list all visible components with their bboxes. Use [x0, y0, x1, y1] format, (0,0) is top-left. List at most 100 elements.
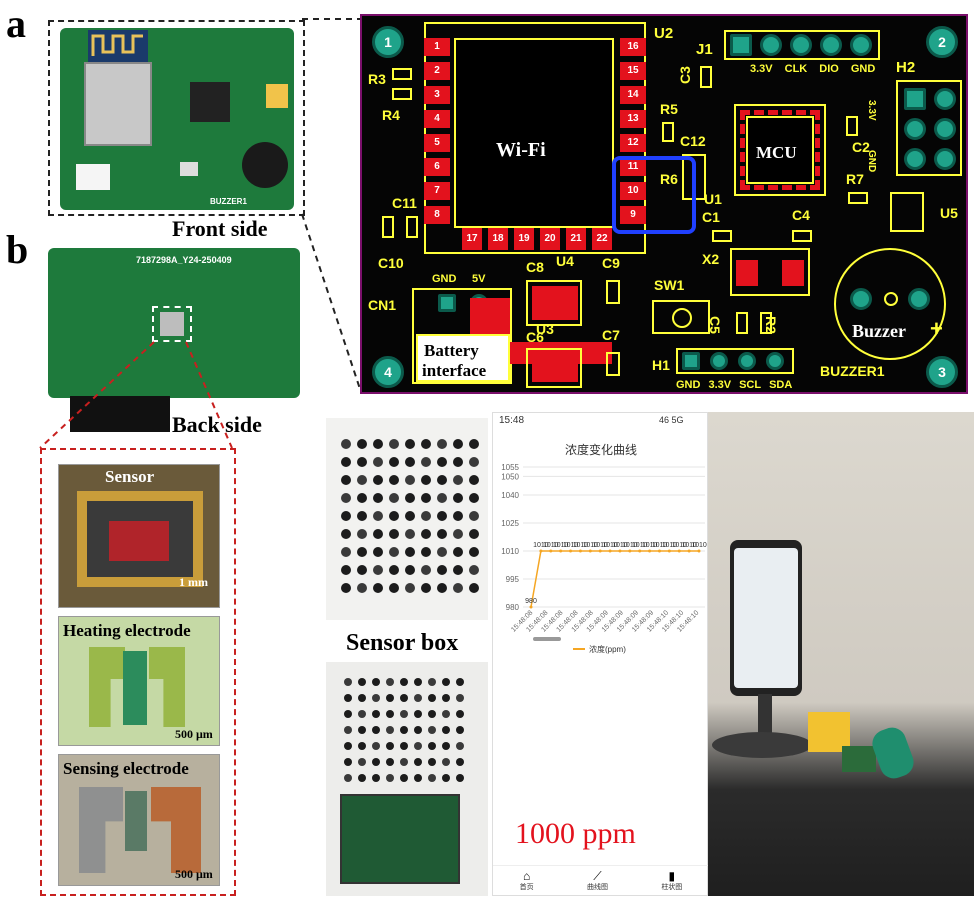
- mcu-outline: [734, 104, 826, 196]
- sensing-scale: 500 μm: [175, 867, 213, 881]
- sensor-box-holes: [341, 439, 479, 593]
- h1-pin: [710, 352, 728, 370]
- ref-U3: U3: [536, 321, 554, 337]
- c10-footprint: [406, 216, 418, 238]
- h2-pin: [904, 88, 926, 110]
- chart-title: 浓度变化曲线: [564, 443, 637, 457]
- x2-pad: [736, 260, 758, 286]
- ref-C6: C6: [526, 329, 544, 345]
- mount-hole-2: 2: [926, 26, 958, 58]
- ref-U1: U1: [704, 191, 722, 207]
- vent-hole: [357, 511, 367, 521]
- vent-hole: [344, 710, 352, 718]
- vent-hole: [386, 758, 394, 766]
- wifi-pin: 4: [424, 110, 450, 128]
- vent-hole: [372, 710, 380, 718]
- ref-C2: C2: [852, 139, 870, 155]
- wifi-pin: 8: [424, 206, 450, 224]
- buzzer-center: [884, 292, 898, 306]
- vent-hole: [341, 493, 351, 503]
- data-point: [638, 549, 642, 553]
- data-point: [588, 549, 592, 553]
- data-point: [657, 549, 661, 553]
- line-chart-icon: ⟋: [593, 868, 602, 883]
- vent-hole: [405, 529, 415, 539]
- wifi-pin: 6: [424, 158, 450, 176]
- battery-label-line1: Battery: [424, 341, 479, 360]
- vent-hole: [469, 475, 479, 485]
- vent-hole: [344, 694, 352, 702]
- buzzer-plus: +: [930, 316, 943, 341]
- h1-label-gnd: GND: [676, 379, 701, 391]
- h1-pin: [682, 352, 700, 370]
- sensing-electrode-center: [125, 791, 147, 851]
- nav-line-chart[interactable]: ⟋ 曲线图: [587, 870, 608, 892]
- h2-label-3v3: 3.3V: [866, 100, 877, 121]
- j1-pin-5: [850, 34, 872, 56]
- sw1-footprint: [652, 300, 710, 334]
- data-label: 1010: [691, 542, 707, 549]
- vent-hole: [453, 529, 463, 539]
- vent-hole: [453, 583, 463, 593]
- board-in-photo: [842, 746, 876, 772]
- r5-footprint: [662, 122, 674, 142]
- vent-hole: [372, 678, 380, 686]
- concentration-chart: 1055105010401025101099598098010101010101…: [501, 463, 707, 654]
- vent-hole: [400, 774, 408, 782]
- h1-pin-labels: GND 3.3V SCL SDA: [676, 380, 792, 391]
- data-label: 1010: [583, 542, 599, 549]
- vent-hole: [442, 678, 450, 686]
- wifi-pin: 20: [540, 228, 560, 250]
- ref-R2: R2: [763, 316, 779, 334]
- vent-hole: [344, 774, 352, 782]
- nav-bar-chart-label: 柱状图: [661, 883, 683, 891]
- j1-label-clk: CLK: [784, 63, 808, 75]
- vent-hole: [421, 457, 431, 467]
- y-tick-label: 1025: [501, 519, 519, 528]
- vent-hole: [437, 493, 447, 503]
- vent-hole: [386, 710, 394, 718]
- wifi-pin: 17: [462, 228, 482, 250]
- sensing-electrode-left: [79, 787, 123, 873]
- vent-hole: [400, 726, 408, 734]
- vent-hole: [373, 529, 383, 539]
- vent-hole: [414, 774, 422, 782]
- vent-hole: [414, 726, 422, 734]
- wifi-pin: 13: [620, 110, 646, 128]
- c9-footprint: [606, 280, 620, 304]
- nav-bar-chart[interactable]: ▮ 柱状图: [661, 870, 682, 892]
- vent-hole: [442, 774, 450, 782]
- vent-hole: [469, 493, 479, 503]
- vent-hole: [405, 583, 415, 593]
- ref-C11: C11: [392, 195, 417, 211]
- vent-hole: [357, 457, 367, 467]
- vent-hole: [357, 529, 367, 539]
- ref-U4: U4: [556, 253, 574, 269]
- vent-hole: [469, 583, 479, 593]
- blue-trace-region: [612, 156, 696, 234]
- sensor-box-caption: Sensor box: [346, 630, 459, 656]
- vent-hole: [389, 529, 399, 539]
- wifi-right-pins: 16 15 14 13 12 11 10 9: [620, 38, 646, 230]
- j1-label-gnd: GND: [850, 63, 876, 75]
- data-point: [578, 549, 582, 553]
- yellow-connector-photo: [266, 84, 288, 108]
- vent-hole: [428, 726, 436, 734]
- u4-footprint: [526, 280, 582, 326]
- vent-hole: [428, 678, 436, 686]
- vent-hole: [341, 439, 351, 449]
- vent-hole: [414, 710, 422, 718]
- vent-hole: [469, 565, 479, 575]
- wifi-pin: 12: [620, 134, 646, 152]
- ref-C12: C12: [680, 133, 706, 149]
- vent-hole: [421, 529, 431, 539]
- buzzer-pin: [850, 288, 872, 310]
- nav-home[interactable]: ⌂ 首页: [520, 870, 534, 892]
- lab-setup-photo: [708, 412, 974, 896]
- back-side-caption: Back side: [172, 412, 262, 437]
- vent-hole: [389, 511, 399, 521]
- r7-footprint: [848, 192, 868, 204]
- vent-hole: [386, 694, 394, 702]
- h1-header: [676, 348, 794, 374]
- vent-hole: [405, 493, 415, 503]
